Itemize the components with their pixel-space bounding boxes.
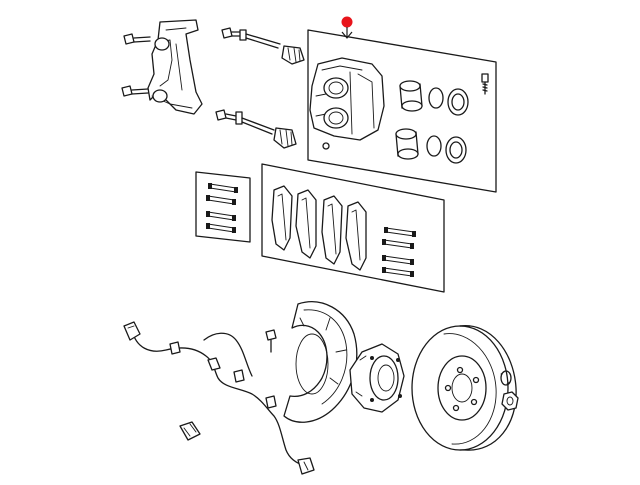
brake-pad-inner-left (295, 189, 317, 259)
brake-pad-kit-box (261, 163, 445, 293)
pad-hardware-kit-box (195, 171, 251, 243)
guide-pin-boot-upper (281, 45, 305, 65)
anti-rattle-clips (206, 183, 238, 233)
harness-clip-3 (233, 369, 245, 383)
wheel-hub-bearing (349, 343, 405, 413)
sensor-mounting-bolt (265, 329, 277, 353)
bleeder-screw (481, 73, 489, 95)
caliper-housing (309, 57, 385, 150)
brake-pad-inner-right (345, 201, 367, 271)
red-dot-arrow-icon (341, 16, 353, 39)
brake-pad-outer-right (321, 195, 343, 265)
piston-dust-boot-upper (447, 88, 469, 116)
caliper-bracket (147, 19, 203, 115)
harness-retainer-clip (179, 421, 201, 441)
wheel-speed-sensor-harness (131, 329, 307, 467)
guide-pin-boot-lower (273, 127, 297, 149)
piston-seal-upper (428, 87, 444, 109)
guide-pin-bolt-lower (215, 109, 275, 135)
hub-washer (500, 370, 512, 386)
harness-clip-4 (265, 395, 277, 409)
caliper-kit-box (307, 29, 497, 193)
pad-abutment-clips (382, 227, 416, 277)
piston-dust-boot-lower (445, 136, 467, 164)
wheel-speed-sensor-connector (123, 321, 141, 341)
harness-clip-1 (169, 341, 181, 355)
piston-upper (399, 80, 423, 112)
harness-clip-2 (207, 357, 221, 371)
brake-pad-outer-left (271, 185, 293, 251)
guide-pin-bolt-upper (221, 27, 281, 49)
wheel-speed-sensor-tip (297, 457, 315, 475)
piston-lower (395, 128, 419, 160)
bracket-bolt-upper (123, 33, 151, 45)
brake-dust-shield (283, 301, 358, 423)
bracket-bolt-lower (121, 85, 149, 97)
brake-rotor (411, 325, 517, 451)
piston-seal-lower (426, 135, 442, 157)
hub-nut (501, 391, 519, 411)
